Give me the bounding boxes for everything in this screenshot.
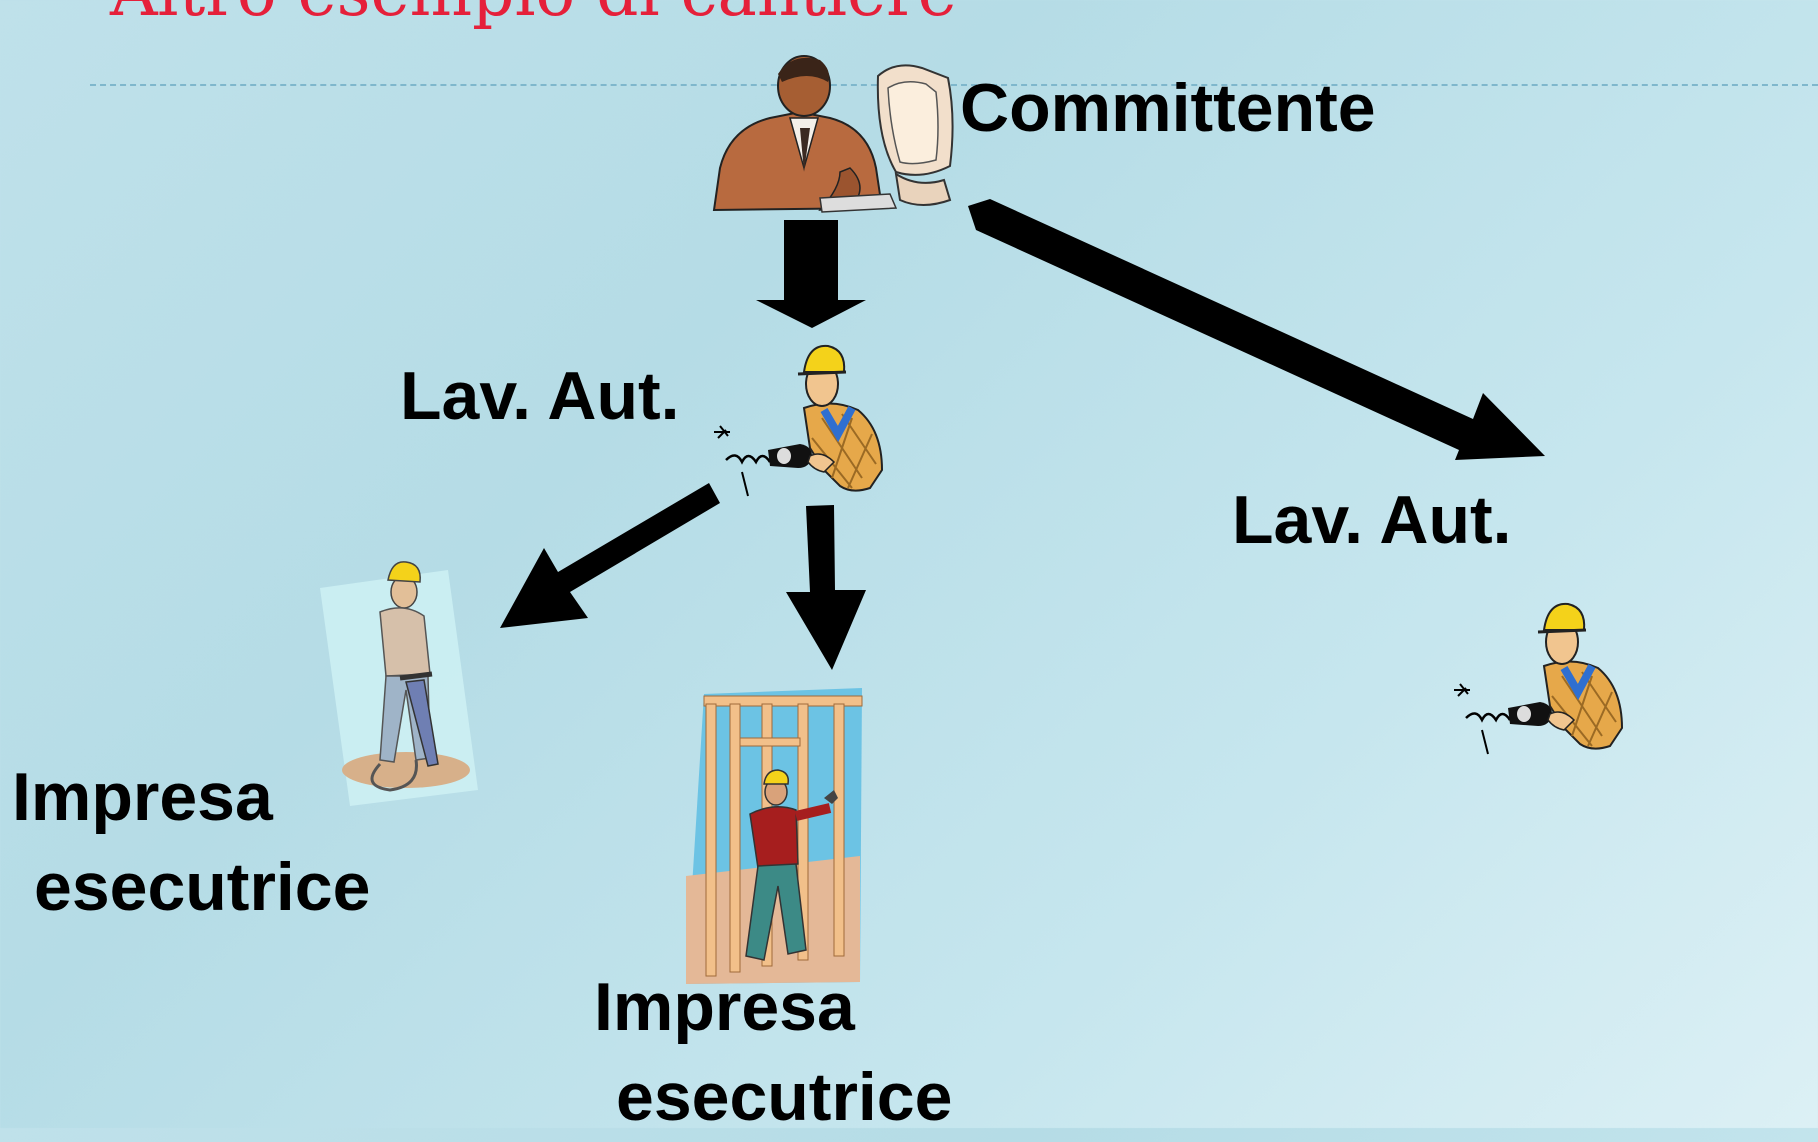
arrow-committente-to-lavaut-1 bbox=[756, 220, 866, 328]
label-impresa-1-line1: Impresa bbox=[12, 759, 273, 835]
arrow-lavaut-to-impresa-2 bbox=[786, 505, 866, 670]
worker-drill-icon bbox=[1454, 602, 1624, 755]
label-impresa-esecutrice-2: Impresa esecutrice bbox=[594, 962, 952, 1142]
businessman-computer-icon bbox=[712, 55, 954, 213]
label-impresa-2-line2: esecutrice bbox=[616, 1059, 953, 1135]
label-committente: Committente bbox=[960, 70, 1376, 146]
label-impresa-2-line1: Impresa bbox=[594, 969, 855, 1045]
label-lav-aut-1: Lav. Aut. bbox=[400, 358, 680, 434]
worker-drill-icon bbox=[714, 344, 884, 497]
jackhammer-worker-icon bbox=[320, 561, 478, 806]
label-impresa-1-line2: esecutrice bbox=[34, 849, 371, 925]
label-lav-aut-2: Lav. Aut. bbox=[1232, 482, 1512, 558]
label-impresa-esecutrice-1: Impresa esecutrice bbox=[12, 752, 370, 932]
title-divider bbox=[90, 84, 1818, 86]
slide-title: Altro esempio di cantiere bbox=[110, 0, 957, 31]
arrow-committente-to-lavaut-2 bbox=[968, 199, 1545, 460]
arrow-lavaut-to-impresa-1 bbox=[500, 483, 720, 628]
carpenter-frame-icon bbox=[686, 688, 863, 984]
